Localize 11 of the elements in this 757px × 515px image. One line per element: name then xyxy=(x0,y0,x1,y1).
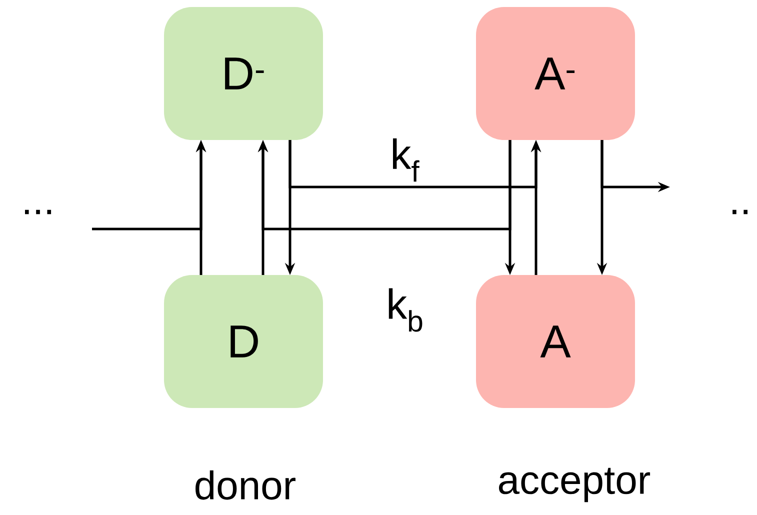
state-box: D$^{-}$ xyxy=(164,7,323,140)
arrow xyxy=(258,140,512,230)
state-box: A xyxy=(476,275,635,408)
state-box: A$^{-}$ xyxy=(476,7,635,140)
dots-text: ... xyxy=(25,210,52,214)
caption-text: acceptor xyxy=(499,468,650,502)
rate-label: k$_{f}$ xyxy=(393,138,420,182)
dots-text: .. xyxy=(732,210,748,214)
caption-text: donor xyxy=(196,470,296,500)
state-box: D xyxy=(164,275,323,408)
rate-label: k$_{b}$ xyxy=(388,288,422,332)
